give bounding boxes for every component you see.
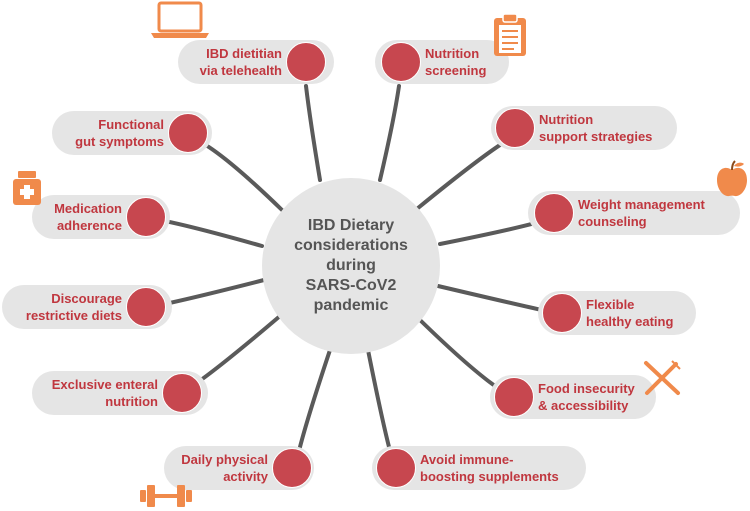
node-nutrition-screening: Nutrition screening	[375, 40, 509, 84]
node-avoid-immune-boosting-supplements: Avoid immune- boosting supplements	[372, 446, 586, 490]
connector-spoke	[378, 84, 401, 182]
center-circle: IBD Dietary considerations during SARS-C…	[262, 178, 440, 354]
dumbbell-icon	[140, 485, 192, 507]
node-discourage-restrictive-diets: Discourage restrictive diets	[2, 285, 172, 329]
node-dot	[126, 287, 166, 327]
node-dot	[381, 42, 421, 82]
connector-spoke	[304, 84, 322, 182]
node-label: IBD dietitian via telehealth	[199, 46, 282, 78]
center-line: considerations	[294, 237, 408, 254]
node-dot	[272, 448, 312, 488]
node-functional-gut-symptoms: Functional gut symptoms	[52, 111, 212, 155]
node-flexible-healthy-eating: Flexible healthy eating	[538, 291, 696, 335]
node-daily-physical-activity: Daily physical activity	[164, 446, 314, 490]
node-label: Nutrition screening	[425, 46, 487, 78]
node-dot	[534, 193, 574, 233]
apple-icon	[717, 160, 747, 197]
center-line: during	[326, 257, 376, 274]
node-label: Functional gut symptoms	[75, 117, 164, 149]
node-label: Weight management counseling	[578, 197, 705, 229]
center-line: IBD Dietary	[307, 217, 395, 234]
node-label: Medication adherence	[54, 201, 122, 233]
center-line: pandemic	[313, 297, 389, 314]
node-medication-adherence: Medication adherence	[32, 195, 170, 239]
connector-spoke	[416, 134, 517, 210]
node-label: Daily physical activity	[181, 452, 268, 484]
node-dot	[162, 373, 202, 413]
fork-knife-icon	[644, 360, 681, 395]
node-label: Food insecurity & accessibility	[538, 381, 635, 413]
clipboard-icon	[494, 13, 526, 56]
center-line: SARS-CoV2	[305, 277, 397, 294]
node-exclusive-enteral-nutrition: Exclusive enteral nutrition	[32, 371, 208, 415]
node-dot	[494, 377, 534, 417]
node-weight-management-counseling: Weight management counseling	[528, 191, 740, 235]
node-dot	[495, 108, 535, 148]
node-dot	[168, 113, 208, 153]
node-ibd-dietitian-telehealth: IBD dietitian via telehealth	[178, 40, 334, 84]
node-nutrition-support-strategies: Nutrition support strategies	[491, 106, 677, 150]
node-label: Avoid immune- boosting supplements	[420, 452, 559, 484]
node-label: Exclusive enteral nutrition	[51, 377, 158, 409]
node-dot	[542, 293, 582, 333]
node-dot	[376, 448, 416, 488]
laptop-icon	[151, 1, 209, 38]
node-label: Flexible healthy eating	[586, 297, 674, 329]
node-food-insecurity-accessibility: Food insecurity & accessibility	[490, 375, 656, 419]
node-label: Discourage restrictive diets	[25, 291, 122, 323]
medicine-bottle-icon	[13, 171, 41, 205]
node-label: Nutrition support strategies	[539, 112, 653, 144]
node-dot	[126, 197, 166, 237]
node-dot	[286, 42, 326, 82]
